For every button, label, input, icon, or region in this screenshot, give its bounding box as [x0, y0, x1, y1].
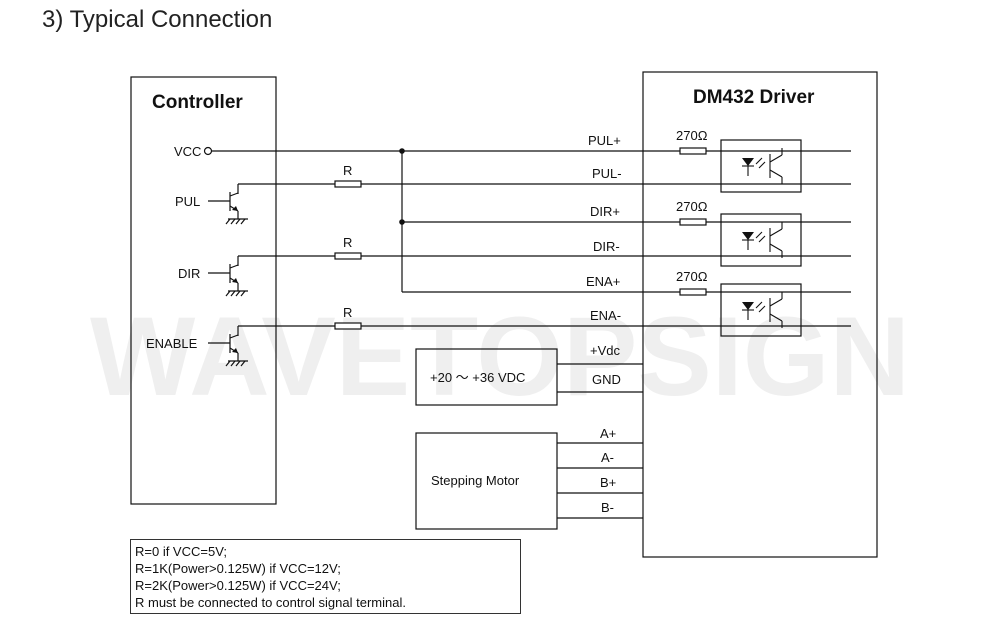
resistor-270-label: 270Ω: [676, 269, 708, 284]
note-line: R=1K(Power>0.125W) if VCC=12V;: [135, 561, 341, 576]
page-title: 3) Typical Connection: [42, 6, 273, 33]
driver-title: DM432 Driver: [693, 87, 815, 108]
terminal-gnd: GND: [592, 372, 621, 387]
terminal-dir-plus: DIR+: [590, 204, 620, 219]
emitter-arrow: [232, 348, 238, 353]
power-wiring: [557, 363, 643, 393]
optocoupler-led-ena-icon: [742, 292, 783, 328]
terminal-a-minus: A-: [601, 450, 614, 465]
vcc-label: VCC: [174, 144, 201, 159]
resistor-270-ena: [679, 288, 707, 296]
note-line: R=0 if VCC=5V;: [135, 544, 228, 559]
note-line: R=2K(Power>0.125W) if VCC=24V;: [135, 578, 341, 593]
pul-label: PUL: [175, 194, 200, 209]
resistor-pul: [334, 180, 362, 188]
transistor-dir-icon: [208, 264, 248, 297]
terminal-pul-plus: PUL+: [588, 133, 621, 148]
terminal-ena-minus: ENA-: [590, 308, 621, 323]
led-triangle: [742, 302, 754, 310]
resistor-270-dir: [679, 218, 707, 226]
resistor-ena: [334, 322, 362, 330]
terminal-b-minus: B-: [601, 500, 614, 515]
optocoupler-dir: [720, 213, 802, 267]
note-line: R must be connected to control signal te…: [135, 595, 406, 610]
terminal-ena-plus: ENA+: [586, 274, 620, 289]
led-triangle: [742, 158, 754, 166]
terminal-dir-minus: DIR-: [593, 239, 620, 254]
resistor-label: R: [343, 305, 352, 320]
resistor-label: R: [343, 235, 352, 250]
controller-title: Controller: [152, 92, 243, 113]
power-supply-box: [415, 348, 558, 406]
transistor-pul-icon: [208, 192, 248, 225]
optocoupler-led-pul-icon: [742, 148, 783, 184]
signal-minus-wiring: [237, 183, 851, 336]
dir-label: DIR: [178, 266, 200, 281]
terminal-pul-minus: PUL-: [592, 166, 622, 181]
emitter-arrow: [232, 206, 238, 211]
optocoupler-ena: [720, 283, 802, 337]
stepping-motor-box: [415, 432, 558, 530]
junction-dot: [399, 148, 405, 154]
terminal-a-plus: A+: [600, 426, 616, 441]
led-triangle: [742, 232, 754, 240]
vcc-terminal-icon: [203, 146, 213, 156]
enable-label: ENABLE: [146, 336, 198, 351]
watermark: WAVETOPSIGN: [90, 294, 910, 419]
resistor-270-label: 270Ω: [676, 128, 708, 143]
driver-input-wiring: [706, 150, 851, 293]
resistor-label: R: [343, 163, 352, 178]
power-supply-label: +20 ～ +36 VDC: [430, 370, 525, 385]
resistor-270-label: 270Ω: [676, 199, 708, 214]
terminal-b-plus: B+: [600, 475, 616, 490]
resistor-270-pul: [679, 147, 707, 155]
optocoupler-pul: [720, 139, 802, 193]
junction-dot: [399, 219, 405, 225]
stepping-motor-label: Stepping Motor: [431, 473, 520, 488]
driver-box: [642, 71, 878, 558]
controller-box: [130, 76, 277, 505]
resistor-notes: R=0 if VCC=5V; R=1K(Power>0.125W) if VCC…: [130, 539, 521, 614]
emitter-arrow: [232, 278, 238, 283]
motor-wiring: [557, 442, 643, 519]
resistor-dir: [334, 252, 362, 260]
terminal-vdc: +Vdc: [590, 343, 620, 358]
